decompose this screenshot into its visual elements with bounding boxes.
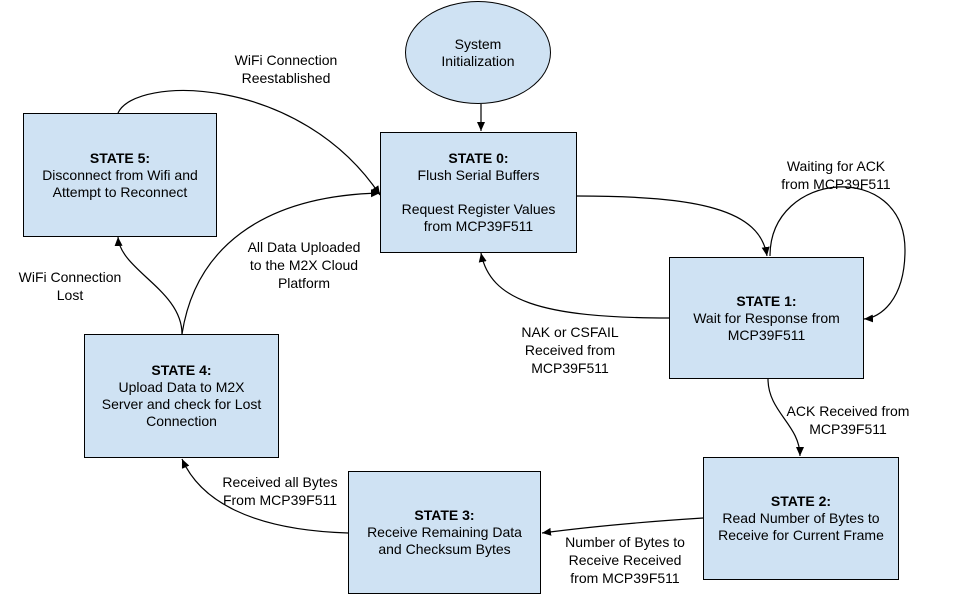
node-state-1: STATE 1: Wait for Response from MCP39F51… xyxy=(669,257,864,379)
node-line: Read Number of Bytes to xyxy=(722,510,880,526)
edge-state1-to-state0 xyxy=(478,252,670,319)
node-title: STATE 5: xyxy=(89,149,151,166)
edge-state1-to-state2 xyxy=(767,378,804,457)
edge-label-line: Received all Bytes xyxy=(222,474,338,490)
node-title: STATE 2: xyxy=(770,493,832,509)
edge-label-line: from MCP39F511 xyxy=(570,570,680,586)
node-line: Initialization xyxy=(441,52,515,69)
node-state-2: STATE 2: Read Number of Bytes to Receive… xyxy=(703,457,899,580)
edge-label-wifi-lost: WiFi Connection Lost xyxy=(0,268,140,304)
edge-state2-to-state3 xyxy=(541,517,704,536)
edge-label-line: WiFi Connection xyxy=(234,52,338,68)
node-line: Flush Serial Buffers xyxy=(417,167,540,183)
edge-label-line: Platform xyxy=(277,275,331,291)
edge-label-line: Number of Bytes to xyxy=(565,534,685,550)
edge-label-line: to the M2X Cloud xyxy=(249,257,359,273)
node-title: STATE 4: xyxy=(151,362,212,378)
edge-label-line: MCP39F511 xyxy=(531,360,609,376)
node-line: Upload Data to M2X xyxy=(118,379,245,395)
edge-label-line: NAK or CSFAIL xyxy=(521,324,619,340)
node-line: Request Register Values xyxy=(401,201,556,217)
node-line: Receive for Current Frame xyxy=(718,527,884,543)
edge-state1-self-loop xyxy=(769,186,906,323)
edge-label-line: WiFi Connection xyxy=(18,269,122,285)
edge-state5-to-state0 xyxy=(117,89,381,196)
node-line: MCP39F511 xyxy=(727,326,806,343)
edge-label-line: Reestablished xyxy=(241,70,331,86)
node-line: Server and check for Lost xyxy=(101,396,262,412)
edge-label-line: Waiting for ACK xyxy=(786,158,886,174)
node-state-0: STATE 0: Flush Serial Buffers Request Re… xyxy=(380,132,577,253)
node-line: from MCP39F511 xyxy=(423,218,534,234)
node-state-5: STATE 5: Disconnect from Wifi and Attemp… xyxy=(23,113,217,237)
node-line: Connection xyxy=(146,413,217,429)
node-line: Disconnect from Wifi and xyxy=(42,166,198,183)
edge-label-line: ACK Received from xyxy=(786,403,910,419)
edge-label-line: Lost xyxy=(56,287,84,303)
edge-label-wifi-reestablished: WiFi Connection Reestablished xyxy=(196,51,376,87)
edge-label-line: from MCP39F511 xyxy=(781,176,891,192)
edge-label-num-bytes: Number of Bytes to Receive Received from… xyxy=(545,533,705,587)
node-line: Wait for Response from xyxy=(693,309,840,326)
edge-label-received-all: Received all Bytes From MCP39F511 xyxy=(205,473,355,509)
node-title: STATE 0: xyxy=(448,150,509,166)
edge-label-line: All Data Uploaded xyxy=(247,239,361,255)
edge-label-nak: NAK or CSFAIL Received from MCP39F511 xyxy=(500,323,640,377)
node-system-initialization: System Initialization xyxy=(405,1,551,104)
edge-state4-to-state5 xyxy=(114,236,183,335)
node-line: Receive Remaining Data xyxy=(367,524,522,540)
edge-label-line: MCP39F511 xyxy=(809,421,887,437)
edge-label-line: Receive Received xyxy=(568,552,682,568)
node-line: and Checksum Bytes xyxy=(378,541,511,557)
edge-state0-to-state1 xyxy=(576,195,770,257)
node-title: STATE 1: xyxy=(736,292,797,309)
node-line: System xyxy=(454,35,502,52)
edge-state4-to-state0 xyxy=(181,189,381,335)
edge-label-all-uploaded: All Data Uploaded to the M2X Cloud Platf… xyxy=(224,238,384,292)
edge-state3-to-state4 xyxy=(181,458,349,534)
node-title: STATE 3: xyxy=(414,507,475,523)
edge-label-line: Received from xyxy=(524,342,616,358)
node-state-4: STATE 4: Upload Data to M2X Server and c… xyxy=(84,334,279,458)
node-state-3: STATE 3: Receive Remaining Data and Chec… xyxy=(348,471,541,594)
edge-label-waiting-ack: Waiting for ACK from MCP39F511 xyxy=(746,157,926,193)
edge-label-ack-received: ACK Received from MCP39F511 xyxy=(768,402,928,438)
edge-label-line: From MCP39F511 xyxy=(222,492,338,508)
node-line: Attempt to Reconnect xyxy=(52,183,188,200)
